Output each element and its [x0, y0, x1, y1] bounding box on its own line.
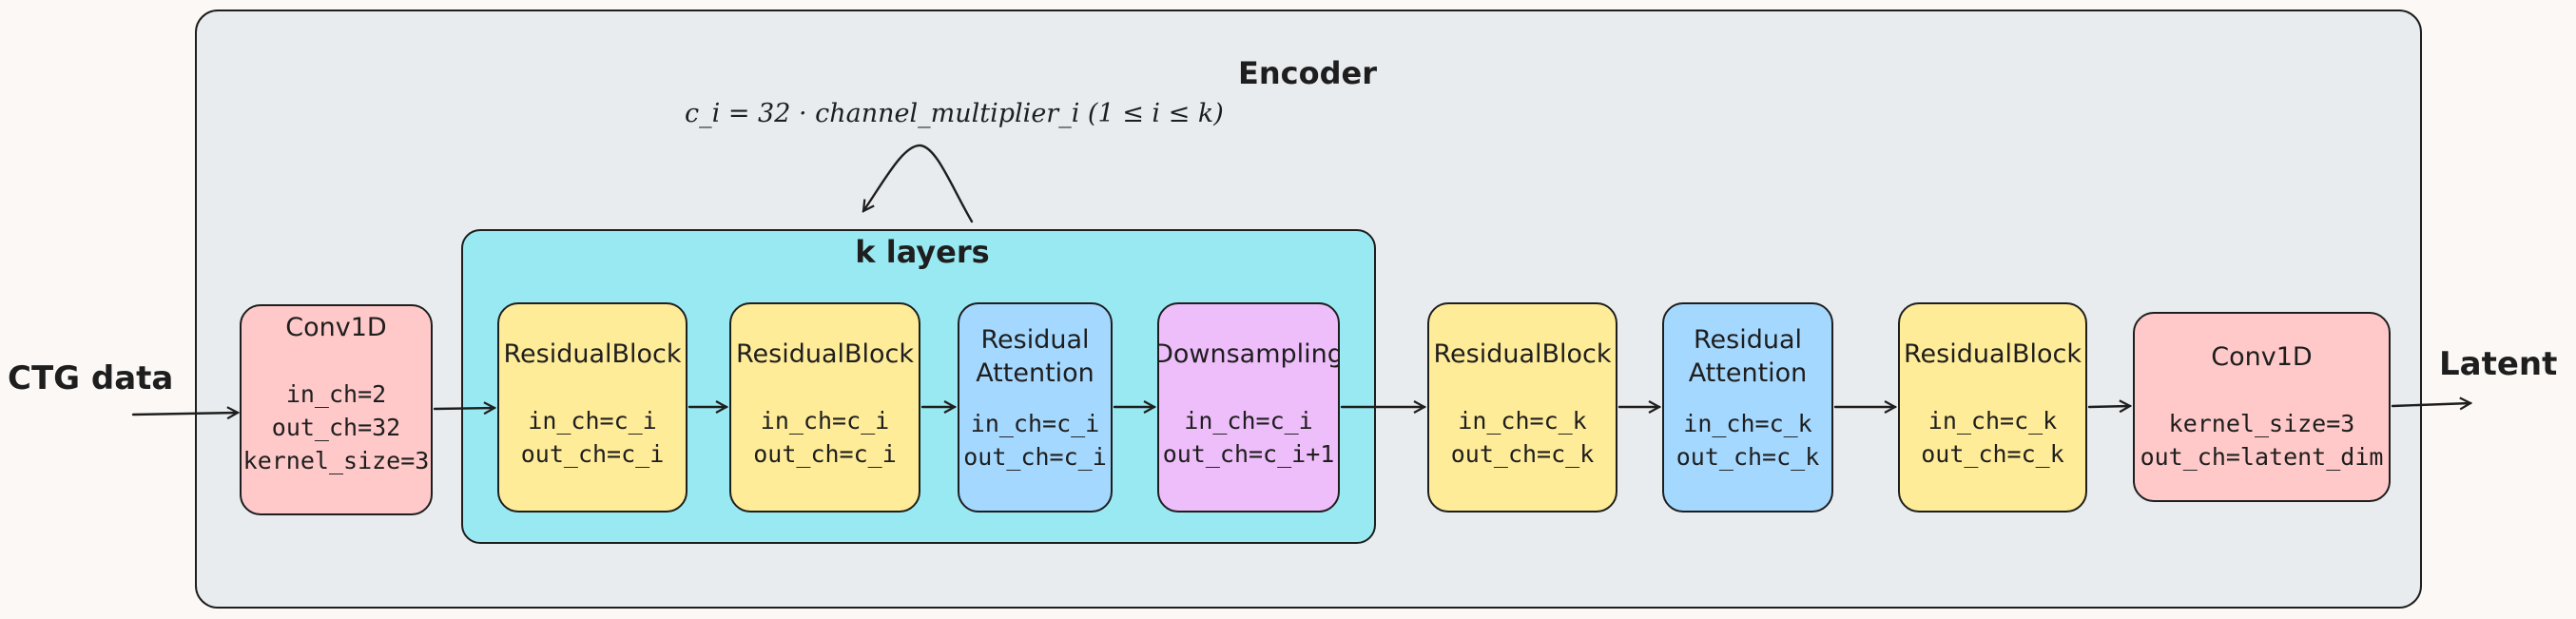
conv1d-output-block: Conv1D kernel_size=3 out_ch=latent_dim: [2133, 312, 2391, 502]
block-name: ResidualBlock: [735, 339, 915, 369]
block-param: in_ch=c_k: [1683, 410, 1812, 437]
block-name: Downsampling: [1157, 339, 1340, 369]
block-param: out_ch=c_k: [1921, 440, 2064, 468]
residual-block-2: ResidualBlock in_ch=c_i out_ch=c_i: [729, 302, 920, 513]
arrow-output: [2391, 403, 2470, 406]
block-name: Attention: [1688, 358, 1808, 388]
residual-block-3: ResidualBlock in_ch=c_k out_ch=c_k: [1427, 302, 1617, 513]
block-param: out_ch=c_k: [1675, 443, 1820, 471]
block-param: in_ch=c_i: [528, 407, 657, 435]
block-name: ResidualBlock: [503, 339, 682, 369]
block-name: Conv1D: [2211, 342, 2313, 372]
arrow-input: [131, 413, 238, 415]
residual-attention-1: Residual Attention in_ch=c_i out_ch=c_i: [958, 302, 1113, 513]
residual-block-4: ResidualBlock in_ch=c_k out_ch=c_k: [1898, 302, 2087, 513]
loop-arrow: [863, 144, 974, 223]
input-label: CTG data: [8, 359, 174, 397]
block-param: out_ch=c_i: [963, 443, 1107, 471]
block-name: Attention: [976, 358, 1094, 388]
block-param: in_ch=c_i: [970, 410, 1100, 437]
residual-attention-2: Residual Attention in_ch=c_k out_ch=c_k: [1662, 302, 1833, 513]
block-param: out_ch=c_k: [1450, 440, 1595, 468]
residual-block-1: ResidualBlock in_ch=c_i out_ch=c_i: [497, 302, 688, 513]
arrow-conv-to-res1: [433, 408, 494, 409]
output-label: Latent: [2439, 345, 2558, 383]
loop-formula: c_i = 32 · channel_multiplier_i (1 ≤ i ≤…: [685, 99, 1224, 128]
block-param: in_ch=c_k: [1458, 407, 1587, 435]
block-param: out_ch=32: [271, 414, 401, 441]
conv1d-input-block: Conv1D in_ch=2 out_ch=32 kernel_size=3: [240, 304, 433, 515]
block-param: in_ch=c_i: [1184, 407, 1313, 435]
block-param: in_ch=c_k: [1927, 407, 2058, 435]
block-name: Residual: [1693, 325, 1803, 355]
block-param: out_ch=latent_dim: [2140, 443, 2384, 471]
block-name: ResidualBlock: [1433, 339, 1612, 369]
downsampling-block: Downsampling in_ch=c_i out_ch=c_i+1: [1157, 302, 1340, 513]
k-layers-title: k layers: [855, 234, 990, 270]
block-param: out_ch=c_i: [753, 440, 897, 468]
block-param: in_ch=2: [285, 380, 387, 408]
block-param: out_ch=c_i+1: [1162, 440, 1335, 468]
block-name: Conv1D: [285, 313, 387, 342]
block-name: Residual: [980, 325, 1090, 355]
block-param: in_ch=c_i: [760, 407, 890, 435]
block-name: ResidualBlock: [1903, 339, 2082, 369]
block-param: out_ch=c_i: [520, 440, 665, 468]
arrow-res4-to-conv: [2087, 406, 2130, 407]
encoder-title: Encoder: [1238, 55, 1377, 91]
block-param: kernel_size=3: [242, 447, 430, 474]
block-param: kernel_size=3: [2168, 410, 2355, 437]
